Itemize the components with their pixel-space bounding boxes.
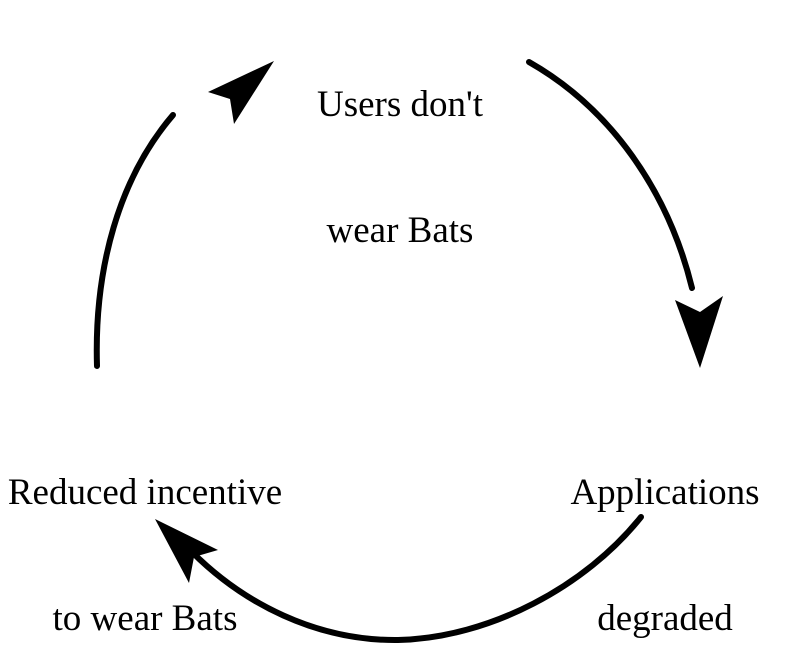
node-applications-degraded-line-1: Applications <box>570 472 760 513</box>
node-users-dont-wear-bats-line-1: Users don't <box>317 84 483 125</box>
arrow-left-to-top-path <box>93 112 176 369</box>
node-reduced-incentive-to-wear-bats-line-2: to wear Bats <box>52 598 238 639</box>
arrow-left-to-top <box>93 61 274 369</box>
arrow-top-to-right-head <box>675 296 723 368</box>
arrow-top-to-right-path <box>526 59 695 291</box>
node-applications-degraded-line-2: degraded <box>597 598 733 639</box>
node-applications-degraded: Applications degraded <box>540 388 790 658</box>
arrow-right-to-left-head <box>155 519 218 583</box>
node-users-dont-wear-bats: Users don't wear Bats <box>250 0 550 336</box>
arrow-left-to-top-head <box>208 61 274 124</box>
arrow-top-to-right <box>526 59 723 368</box>
node-reduced-incentive-to-wear-bats: Reduced incentive to wear Bats <box>0 388 290 658</box>
node-reduced-incentive-to-wear-bats-line-1: Reduced incentive <box>7 472 283 513</box>
node-users-dont-wear-bats-line-2: wear Bats <box>326 210 474 251</box>
arrow-right-to-left <box>155 514 644 644</box>
arrow-right-to-left-path <box>189 514 644 644</box>
